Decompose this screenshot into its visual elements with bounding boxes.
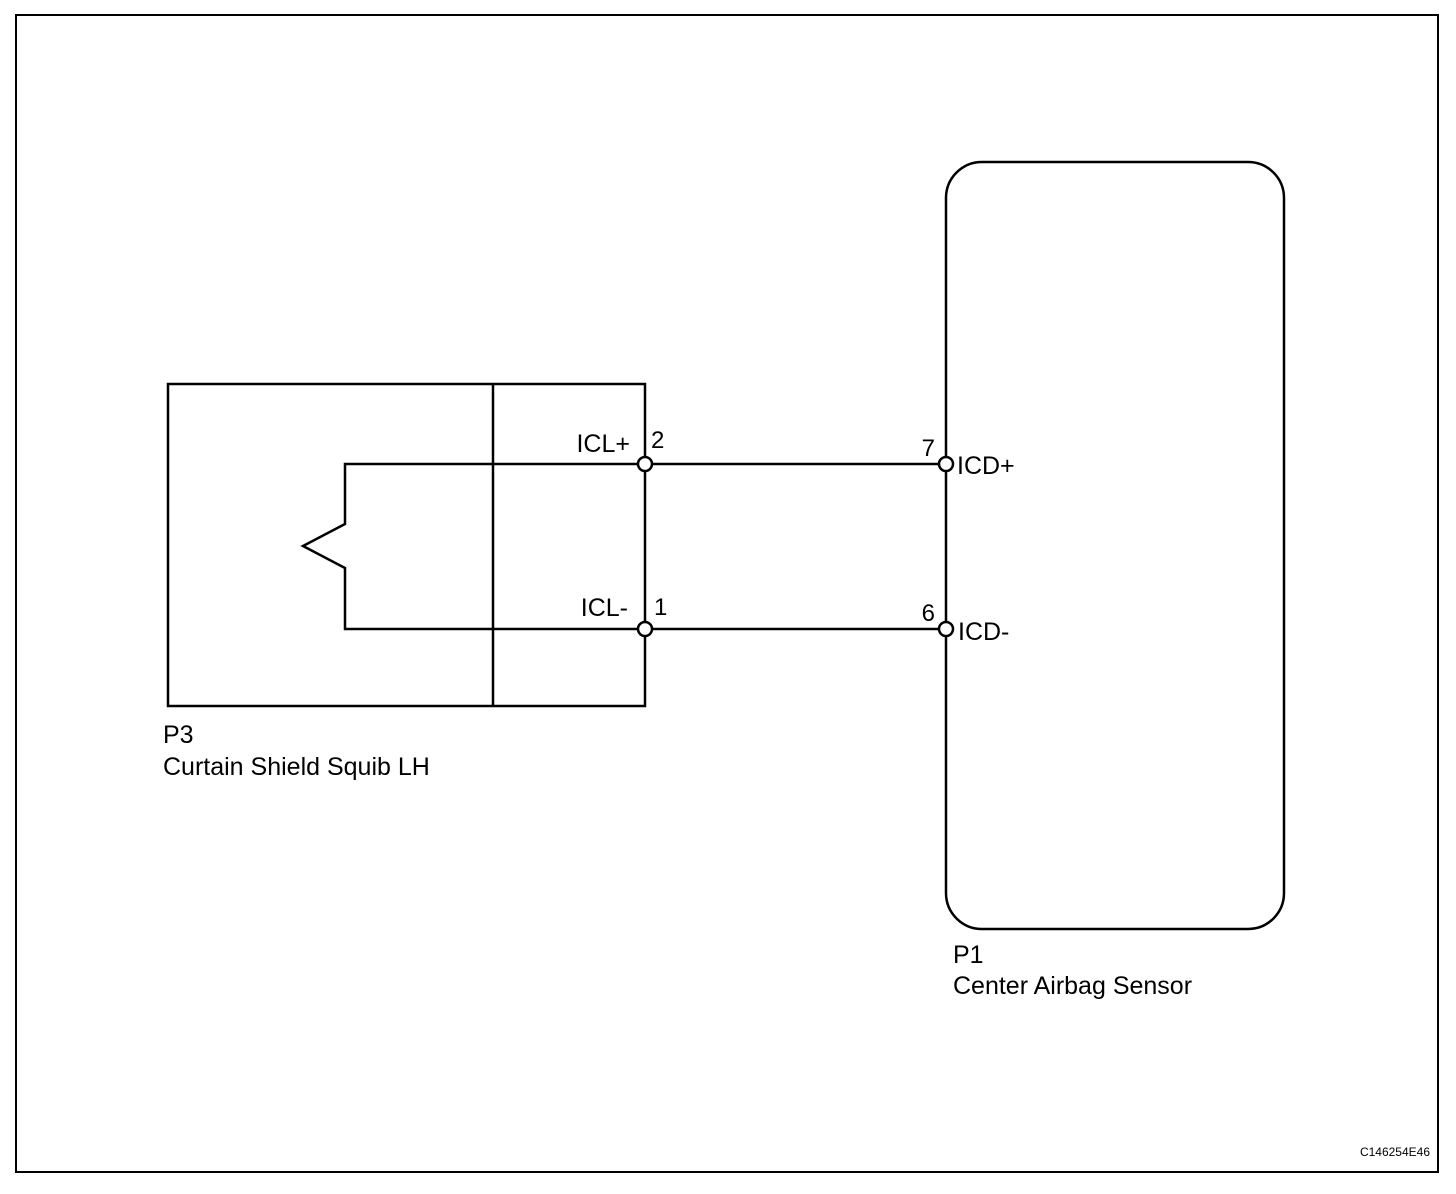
sensor-pin-number-6: 6 xyxy=(922,600,935,627)
squib-pin-number-1: 1 xyxy=(654,594,667,621)
sensor-pin-signal-icd-minus: ICD- xyxy=(958,618,1009,646)
squib-element-symbol xyxy=(300,462,645,631)
sensor-pin-signal-icd-plus: ICD+ xyxy=(957,452,1015,480)
sensor-pin-number-7: 7 xyxy=(922,435,935,462)
sensor-name-label: Center Airbag Sensor xyxy=(953,972,1192,1000)
figure-code: C146254E46 xyxy=(1360,1145,1430,1159)
sensor-box xyxy=(944,160,1286,931)
terminal-squib-pin-1 xyxy=(636,620,654,638)
sensor-ref-label: P1 xyxy=(953,941,984,969)
squib-pin-number-2: 2 xyxy=(651,427,664,454)
diagram-frame xyxy=(15,14,1439,1173)
squib-connector-box xyxy=(166,382,647,708)
terminal-sensor-pin-7 xyxy=(937,455,955,473)
squib-ref-label: P3 xyxy=(163,721,194,749)
squib-name-label: Curtain Shield Squib LH xyxy=(163,753,430,781)
squib-pin-signal-icl-minus: ICL- xyxy=(581,594,628,622)
squib-pin-signal-icl-plus: ICL+ xyxy=(576,430,630,458)
terminal-sensor-pin-6 xyxy=(937,620,955,638)
terminal-squib-pin-2 xyxy=(636,455,654,473)
